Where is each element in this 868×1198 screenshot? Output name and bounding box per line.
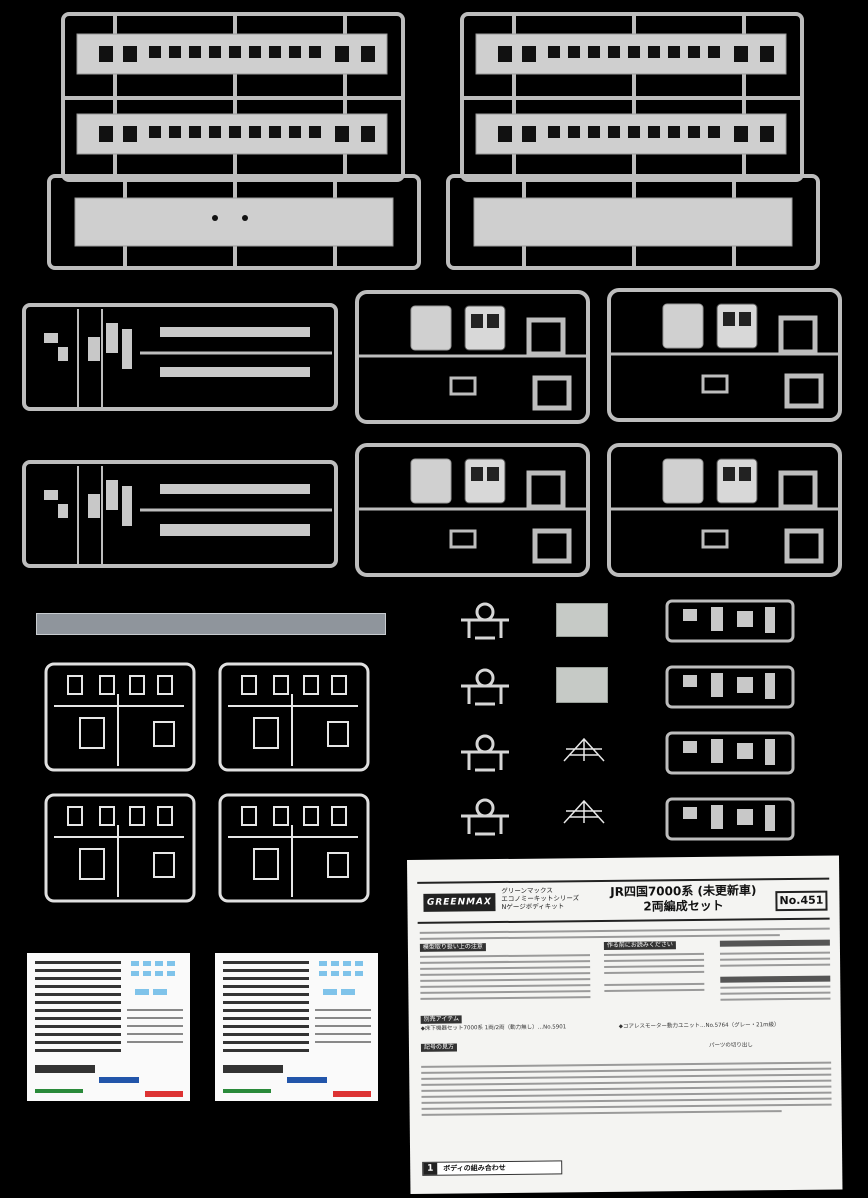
section-before-building: 作る前にお読みください — [603, 941, 676, 950]
cab-front-sprue-2 — [607, 288, 842, 422]
pantograph-part-1 — [563, 737, 605, 762]
bogie-frame-1 — [461, 602, 509, 640]
brand-logo: GREENMAX — [423, 893, 496, 912]
cab-front-sprue-4 — [607, 443, 842, 577]
weight-block-1 — [556, 603, 608, 637]
step-label: ボディの組み合わせ — [443, 1163, 506, 1173]
product-number: No.451 — [775, 890, 828, 912]
bogie-frame-3 — [461, 734, 509, 772]
clear-window-strip — [36, 613, 386, 635]
series-name: グリーンマックス エコノミーキットシリーズ Nゲージボディキット — [501, 886, 580, 912]
section-handling-notes: 模型取り扱い上の注意 — [419, 943, 486, 952]
section-optional-items: 別売アイテム — [420, 1015, 463, 1024]
detail-parts-sprue-2 — [22, 460, 338, 568]
underfloor-sprue-2 — [665, 665, 795, 709]
step-1-heading: 1 ボディの組み合わせ — [422, 1160, 563, 1176]
decal-sheet-1 — [27, 953, 190, 1101]
cab-front-sprue-3 — [355, 443, 590, 577]
cab-front-sprue-1 — [355, 290, 590, 424]
optional-item-2: ◆コアレスモーター動力ユニット…No.5764（グレー・21m級） — [618, 1022, 780, 1030]
detail-parts-sprue-1 — [22, 303, 338, 411]
underfloor-sprue-3 — [665, 731, 795, 775]
clear-parts-sprue-3 — [44, 793, 196, 903]
symbol-legend-cut: パーツの切り出し — [708, 1042, 753, 1049]
clear-parts-sprue-1 — [44, 662, 196, 772]
body-side-sprue-left — [47, 12, 421, 270]
optional-item-1: ◆床下機器セット7000系 1両/2両（動力無し）…No.5901 — [420, 1024, 567, 1032]
pantograph-part-2 — [563, 799, 605, 824]
decal-sheet-2 — [215, 953, 378, 1101]
step-number: 1 — [423, 1162, 438, 1175]
weight-block-2 — [556, 667, 608, 703]
underfloor-sprue-4 — [665, 797, 795, 841]
sheet-header: GREENMAX グリーンマックス エコノミーキットシリーズ Nゲージボディキッ… — [417, 877, 830, 924]
instruction-sheet: GREENMAX グリーンマックス エコノミーキットシリーズ Nゲージボディキッ… — [407, 855, 843, 1194]
bogie-frame-2 — [461, 668, 509, 706]
kit-title: JR四国7000系 (未更新車) 2両編成セット — [610, 883, 757, 914]
bogie-frame-4 — [461, 798, 509, 836]
clear-parts-sprue-2 — [218, 662, 370, 772]
section-symbol-legend: 記号の見方 — [420, 1043, 458, 1052]
underfloor-sprue-1 — [665, 599, 795, 643]
body-side-sprue-right — [446, 12, 820, 270]
clear-parts-sprue-4 — [218, 793, 370, 903]
